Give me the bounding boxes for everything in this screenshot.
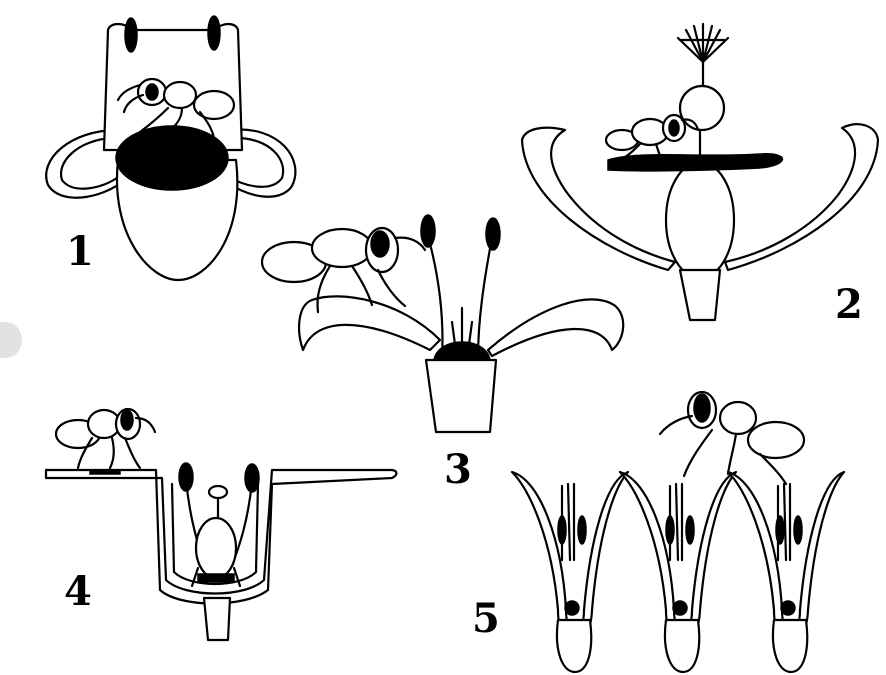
panel-4-flower bbox=[46, 463, 397, 640]
panel-4-insect bbox=[56, 409, 155, 474]
panel-2-flower bbox=[522, 24, 878, 320]
panel-5-insect bbox=[660, 392, 804, 484]
panel-1-number: 1 bbox=[66, 228, 94, 275]
panel-5-number: 5 bbox=[472, 595, 500, 642]
panel-2-number: 2 bbox=[835, 281, 863, 328]
edge-tab bbox=[0, 322, 22, 358]
panel-4-number: 4 bbox=[64, 568, 92, 615]
panel-5-flowers bbox=[512, 472, 844, 672]
panel-3-number: 3 bbox=[444, 446, 472, 493]
panel-5-flower-b bbox=[620, 472, 736, 672]
panel-5-flower-a bbox=[512, 472, 628, 672]
panel-5-flower-c bbox=[728, 472, 844, 672]
